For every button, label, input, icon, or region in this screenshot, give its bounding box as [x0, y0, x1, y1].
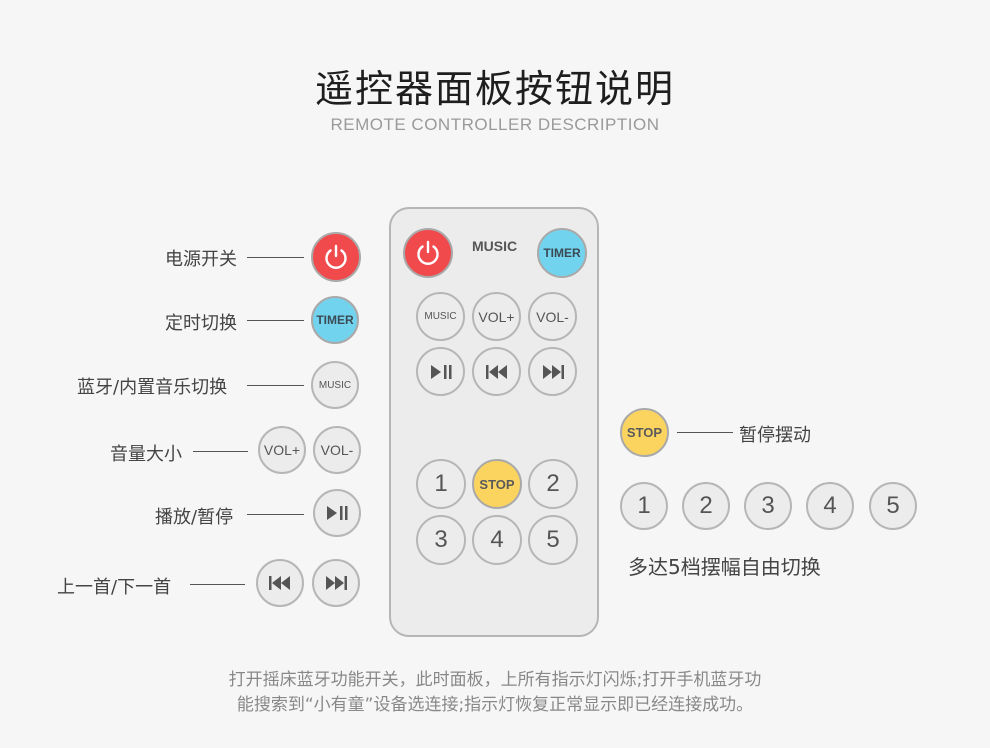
remote-next-button[interactable]	[528, 347, 577, 396]
next-track-icon	[540, 364, 566, 380]
legend-music-button: MUSIC	[311, 361, 359, 409]
play-pause-icon	[325, 505, 349, 521]
remote-timer-button[interactable]: TIMER	[537, 228, 587, 278]
legend-level-3-button: 3	[744, 482, 792, 530]
legend-play-pause-button	[313, 489, 361, 537]
leader-line	[247, 385, 304, 386]
leader-line	[247, 514, 304, 515]
play-pause-icon	[429, 364, 453, 380]
legend-next-button	[312, 559, 360, 607]
remote-level-4-button[interactable]: 4	[472, 515, 522, 565]
remote-level-2-button[interactable]: 2	[528, 459, 578, 509]
remote-previous-button[interactable]	[472, 347, 521, 396]
leader-line	[190, 584, 245, 585]
legend-vol-minus-button: VOL-	[313, 426, 361, 474]
remote-vol-plus-button[interactable]: VOL+	[472, 292, 521, 341]
instruction-line-2: 能搜索到“小有童”设备选连接;指示灯恢复正常显示即已经连接成功。	[236, 695, 754, 715]
legend-previous-button	[256, 559, 304, 607]
legend-vol-plus-button: VOL+	[258, 426, 306, 474]
label-volume: 音量大小	[110, 444, 182, 465]
leader-line	[247, 257, 304, 258]
remote-vol-minus-button[interactable]: VOL-	[528, 292, 577, 341]
legend-stop-button: STOP	[620, 408, 669, 457]
label-swing-levels: 多达5档摆幅自由切换	[628, 555, 821, 579]
label-timer: 定时切换	[165, 313, 237, 334]
page-subtitle: REMOTE CONTROLLER DESCRIPTION	[330, 115, 660, 134]
page-title: 遥控器面板按钮说明	[314, 67, 675, 111]
legend-level-5-button: 5	[869, 482, 917, 530]
remote-level-1-button[interactable]: 1	[416, 459, 466, 509]
remote-music-button[interactable]: MUSIC	[416, 292, 465, 341]
remote-power-button[interactable]	[403, 228, 453, 278]
label-prev-next: 上一首/下一首	[57, 577, 172, 598]
leader-line	[193, 451, 248, 452]
label-play-pause: 播放/暂停	[155, 507, 234, 528]
power-icon	[321, 242, 351, 272]
legend-power-button	[311, 232, 361, 282]
remote-level-5-button[interactable]: 5	[528, 515, 578, 565]
instruction-line-1: 打开摇床蓝牙功能开关，此时面板，上所有指示灯闪烁;打开手机蓝牙功	[228, 670, 762, 690]
legend-level-1-button: 1	[620, 482, 668, 530]
label-music: 蓝牙/内置音乐切换	[77, 377, 228, 398]
power-icon	[413, 238, 443, 268]
previous-track-icon	[484, 364, 510, 380]
previous-track-icon	[267, 575, 293, 591]
remote-music-title: MUSIC	[472, 238, 518, 254]
leader-line	[247, 320, 304, 321]
legend-level-4-button: 4	[806, 482, 854, 530]
label-power: 电源开关	[165, 249, 237, 270]
remote-stop-button[interactable]: STOP	[472, 459, 522, 509]
next-track-icon	[323, 575, 349, 591]
instruction-note: 打开摇床蓝牙功能开关，此时面板，上所有指示灯闪烁;打开手机蓝牙功 能搜索到“小有…	[0, 668, 990, 718]
label-stop: 暂停摆动	[739, 425, 811, 446]
remote-controller-body	[389, 207, 599, 637]
remote-level-3-button[interactable]: 3	[416, 515, 466, 565]
remote-play-pause-button[interactable]	[416, 347, 465, 396]
legend-timer-button: TIMER	[311, 296, 359, 344]
legend-level-2-button: 2	[682, 482, 730, 530]
leader-line	[677, 432, 733, 433]
